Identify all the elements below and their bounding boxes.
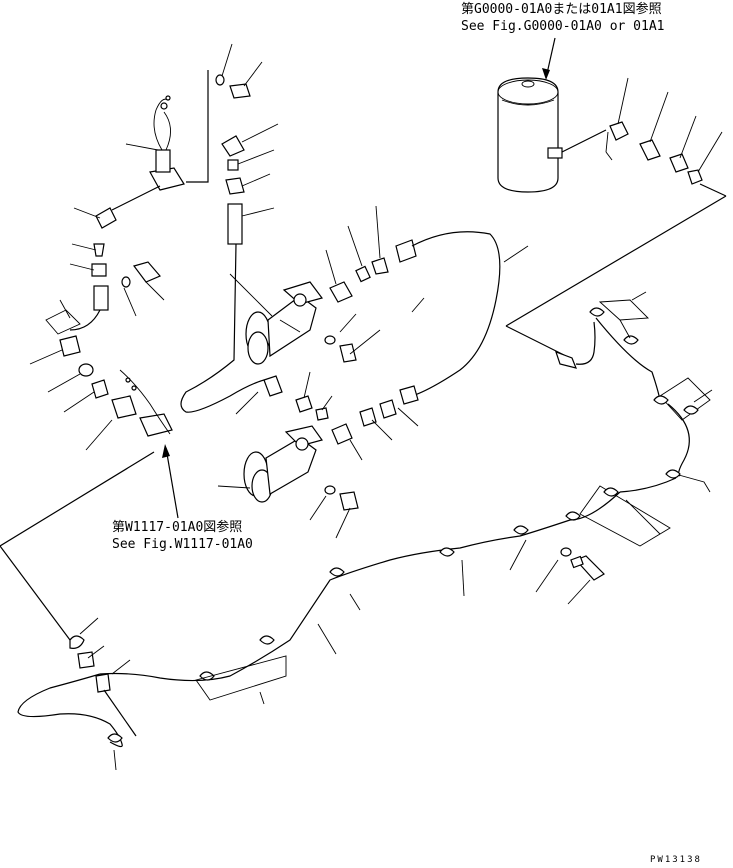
horn-upper-fittings <box>325 205 529 397</box>
reference-arrow-bottom <box>162 444 179 519</box>
lower-left-line <box>17 617 137 771</box>
horn-lower <box>217 425 323 503</box>
air-line-right <box>505 183 727 369</box>
tank-fittings <box>561 77 723 185</box>
drawing-code: PW13138 <box>650 855 702 865</box>
reference-arrow-top <box>542 37 556 80</box>
horn-lower-fittings <box>263 371 419 461</box>
bolt-washer-lower-right <box>535 547 605 605</box>
horn-upper-bolt <box>324 313 381 363</box>
top-center-parts <box>186 43 279 195</box>
reference-bottom-left-en: See Fig.W1117-01A0 <box>112 537 253 552</box>
reference-bottom-left-jp: 第W1117-01A0図参照 <box>112 519 242 535</box>
air-tank <box>497 77 563 193</box>
horn-upper <box>229 273 324 365</box>
left-middle-parts <box>47 363 173 451</box>
horn-lower-bolt <box>309 485 359 539</box>
reference-top-right-jp: 第G0000-01A0または01A1図参照 <box>461 1 662 17</box>
left-leader-lines <box>0 451 155 641</box>
center-hose <box>180 203 275 415</box>
reference-top-right-en: See Fig.G0000-01A0 or 01A1 <box>461 19 665 34</box>
valve-assembly <box>73 95 185 229</box>
air-line-lower <box>99 491 621 705</box>
left-small-parts <box>29 243 165 365</box>
right-brackets <box>565 291 713 547</box>
